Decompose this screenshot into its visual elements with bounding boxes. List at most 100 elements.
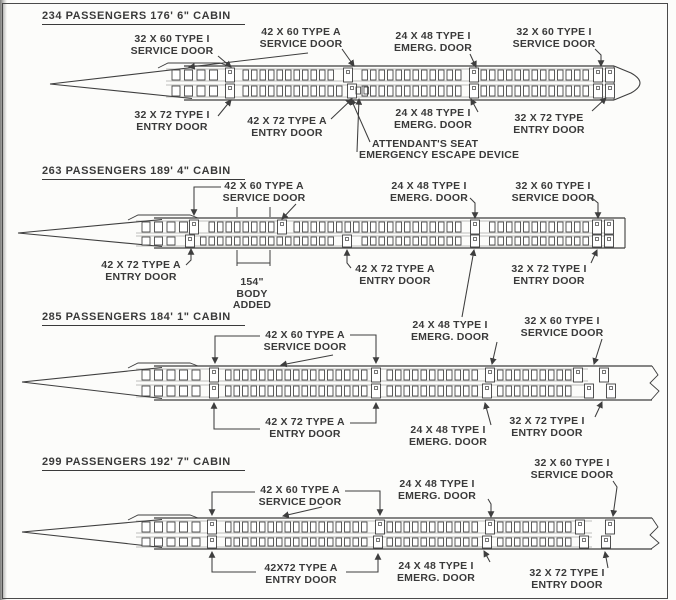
leader-line bbox=[461, 248, 477, 318]
label-line: BODY bbox=[236, 287, 268, 300]
leader-line bbox=[217, 99, 232, 117]
leader-line bbox=[350, 401, 380, 424]
label-line: 42 X 60 TYPE A bbox=[224, 180, 304, 192]
leader-line bbox=[282, 506, 323, 519]
leader-line bbox=[281, 203, 297, 220]
label-line: 32 X 72 TYPE I bbox=[511, 263, 587, 275]
leader-line bbox=[350, 334, 380, 365]
section-title-285-passengers: 285 PASSENGERS 184' 1" CABIN bbox=[42, 311, 245, 326]
leader-line bbox=[590, 249, 598, 264]
label-line: SERVICE DOOR bbox=[512, 37, 596, 50]
label-line: EMERG. DOOR bbox=[396, 571, 476, 584]
leader-line bbox=[487, 498, 495, 519]
label-line: 32 X 72 TYPE bbox=[514, 112, 584, 124]
leader-line bbox=[592, 338, 603, 365]
label-line: ENTRY DOOR bbox=[105, 270, 177, 283]
fuselage-config-263 bbox=[17, 207, 626, 266]
leader-line bbox=[483, 550, 491, 563]
label-line: EMERG. DOOR bbox=[408, 435, 488, 448]
label-line: SERVICE DOOR bbox=[130, 44, 214, 57]
label-line: ENTRY DOOR bbox=[359, 274, 431, 287]
leader-line bbox=[190, 186, 221, 217]
section-title-263-passengers: 263 PASSENGERS 189' 4" CABIN bbox=[42, 165, 245, 180]
label-line: 32 X 60 TYPE I bbox=[524, 315, 600, 327]
leader-line bbox=[594, 48, 605, 68]
config-234-label-emergency-escape-device: EMERGENCY ESCAPE DEVICE bbox=[359, 149, 520, 162]
leader-line bbox=[208, 491, 255, 517]
leader-line bbox=[187, 52, 309, 70]
label-line: ENTRY DOOR bbox=[511, 426, 583, 439]
label-line: EMERG. DOOR bbox=[410, 330, 490, 343]
label-line: ENTRY DOOR bbox=[136, 120, 208, 133]
label-line: ENTRY DOOR bbox=[513, 123, 585, 136]
label-line: 24 X 48 TYPE I bbox=[395, 30, 471, 42]
label-line: 42X72 TYPE A bbox=[264, 562, 338, 574]
label-line: 42 X 72 TYPE A bbox=[265, 416, 345, 428]
fuselage-config-285 bbox=[21, 362, 660, 401]
label-line: 32 X 72 TYPE I bbox=[529, 567, 605, 579]
leader-line bbox=[346, 552, 382, 573]
label-line: 24 X 48 TYPE I bbox=[412, 319, 488, 331]
leader-line bbox=[341, 48, 355, 67]
label-line: SERVICE DOOR bbox=[258, 495, 342, 508]
label-line: 24 X 48 TYPE I bbox=[398, 560, 474, 572]
label-line: 42 X 72 TYPE A bbox=[355, 263, 435, 275]
label-line: 32 X 60 TYPE I bbox=[515, 180, 591, 192]
label-line: 42 X 60 TYPE A bbox=[260, 484, 340, 496]
leader-line bbox=[185, 247, 195, 266]
label-line: ENTRY DOOR bbox=[251, 126, 323, 139]
label-line: 24 X 48 TYPE I bbox=[395, 107, 471, 119]
leader-line bbox=[208, 550, 256, 573]
label-line: ATTENDANT'S SEAT bbox=[372, 138, 479, 150]
label-line: EMERGENCY ESCAPE DEVICE bbox=[359, 149, 520, 161]
label-line: SERVICE DOOR bbox=[222, 191, 306, 204]
label-line: 24 X 48 TYPE I bbox=[399, 478, 475, 490]
label-line: EMERG. DOOR bbox=[397, 489, 477, 502]
leader-line bbox=[489, 341, 498, 365]
leader-line bbox=[217, 55, 232, 68]
leader-line bbox=[469, 53, 477, 68]
label-line: 32 X 60 TYPE I bbox=[134, 33, 210, 45]
label-line: SERVICE DOOR bbox=[259, 37, 343, 50]
fuselage-config-234 bbox=[49, 62, 641, 101]
leader-line bbox=[343, 248, 352, 269]
fuselage-config-299 bbox=[21, 514, 660, 550]
leader-line bbox=[355, 97, 363, 153]
label-line: 32 X 72 TYPE I bbox=[509, 415, 585, 427]
leader-line bbox=[210, 401, 260, 430]
label-line: 154" bbox=[240, 276, 264, 288]
label-line: SERVICE DOOR bbox=[530, 468, 614, 481]
label-line: SERVICE DOOR bbox=[263, 340, 347, 353]
leader-line bbox=[330, 98, 353, 120]
section-title-234-passengers: 234 PASSENGERS 176' 6" CABIN bbox=[42, 10, 245, 25]
label-line: EMERG. DOOR bbox=[389, 191, 469, 204]
section-title-299-passengers: 299 PASSENGERS 192' 7" CABIN bbox=[42, 456, 245, 471]
leader-line bbox=[345, 490, 384, 517]
leader-line bbox=[469, 197, 479, 220]
config-234-label-attendants-seat: ATTENDANT'S SEAT bbox=[372, 138, 479, 151]
leader-line bbox=[591, 97, 607, 112]
